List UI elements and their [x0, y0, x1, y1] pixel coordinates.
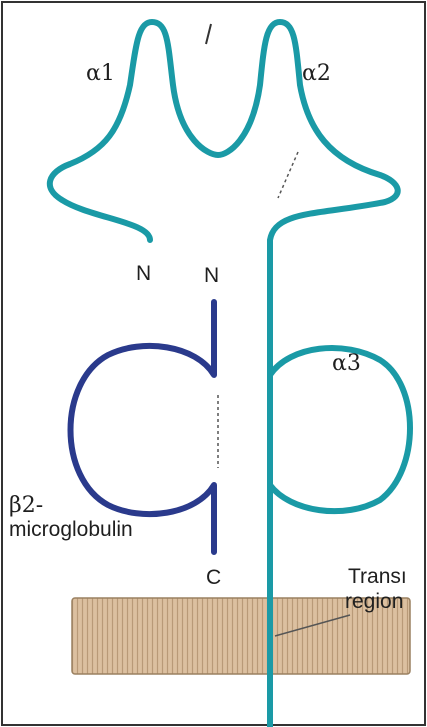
beta2-n-terminus-label: N — [204, 264, 219, 287]
beta2-label-line1: β2- — [9, 493, 43, 518]
alpha2-label: α2 — [302, 61, 331, 86]
alpha3-label: α3 — [332, 351, 361, 376]
beta2-c-terminus-label: C — [206, 566, 221, 589]
beta2-label-line2: microglobulin — [9, 518, 133, 541]
transmembrane-label-line1: Transı — [348, 565, 407, 588]
beta2-microglobulin-chain — [71, 302, 215, 552]
transmembrane-label-line2: region — [345, 590, 403, 613]
top-mark — [206, 24, 211, 44]
alpha-chain-n-terminus-label: N — [136, 262, 151, 285]
alpha1-label: α1 — [86, 61, 115, 86]
alpha2-disulfide-dotted-line — [278, 152, 298, 198]
